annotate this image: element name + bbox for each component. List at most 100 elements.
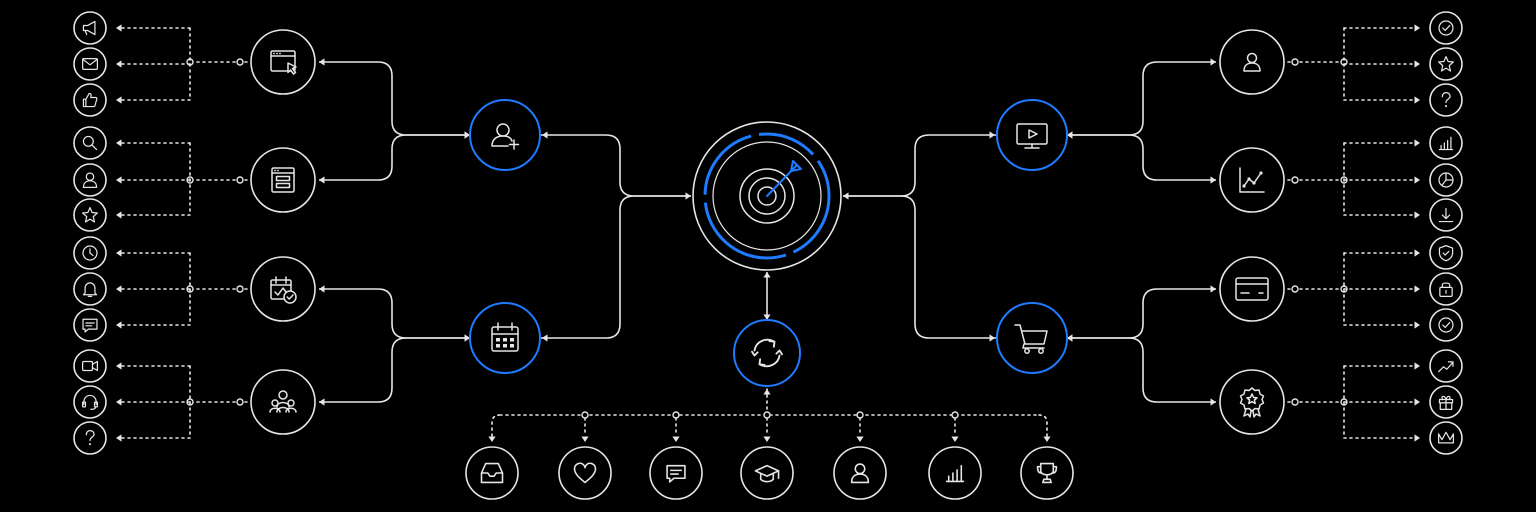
lock-icon bbox=[1439, 282, 1453, 297]
chat-icon bbox=[82, 318, 98, 333]
right-leaf-node bbox=[1429, 349, 1463, 383]
arrow-head bbox=[1067, 334, 1073, 342]
line-hub-to-calendar bbox=[541, 195, 691, 339]
bottom-leaf-node-ring bbox=[465, 446, 519, 500]
right-leaf-node bbox=[1429, 198, 1463, 232]
right-leaf-node-ring bbox=[1429, 236, 1463, 270]
junction-dot bbox=[236, 176, 244, 184]
left-leaf-node-ring bbox=[73, 47, 107, 81]
left-leaf-node bbox=[73, 349, 107, 383]
connector-lines bbox=[116, 24, 1420, 442]
bottom-leaf-node bbox=[833, 446, 887, 500]
bottom-leaf-node-ring bbox=[740, 446, 794, 500]
right-leaf-node-ring bbox=[1429, 47, 1463, 81]
arrow-head bbox=[1414, 211, 1420, 219]
star-icon bbox=[82, 207, 98, 223]
hub-inner-ring bbox=[712, 141, 822, 251]
arrow-head bbox=[116, 249, 122, 257]
right-leaf-node bbox=[1429, 236, 1463, 270]
bottom-leaf-node bbox=[740, 446, 794, 500]
left-leaf-node bbox=[73, 163, 107, 197]
line-left-branch bbox=[319, 61, 470, 136]
left-leaf-node bbox=[73, 272, 107, 306]
right-leaf-node-ring bbox=[1429, 126, 1463, 160]
right-secondary-node bbox=[1219, 147, 1285, 213]
arrow-head bbox=[1210, 58, 1216, 66]
arrow-head bbox=[1414, 96, 1420, 104]
arrow-head bbox=[1043, 436, 1051, 442]
left-leaf-node bbox=[73, 421, 107, 455]
arrow-head bbox=[319, 398, 325, 406]
arrow-head bbox=[763, 389, 771, 395]
arrow-head bbox=[672, 436, 680, 442]
arrow-head bbox=[763, 436, 771, 442]
bottom-leaf-node-ring bbox=[649, 446, 703, 500]
right-leaf-node bbox=[1429, 163, 1463, 197]
arrow-head bbox=[116, 60, 122, 68]
question-icon bbox=[85, 430, 95, 446]
arrow-head bbox=[989, 334, 995, 342]
right-secondary-node-ring bbox=[1219, 256, 1285, 322]
clock-icon bbox=[82, 245, 98, 261]
line-hub-to-cart bbox=[843, 195, 996, 339]
arrow-head bbox=[116, 285, 122, 293]
left-leaf-node-ring bbox=[73, 11, 107, 45]
left-leaf-node bbox=[73, 198, 107, 232]
right-primary-node bbox=[996, 99, 1068, 171]
bottom-leaf-node bbox=[1020, 446, 1074, 500]
left-secondary-node bbox=[250, 256, 316, 322]
arrow-head bbox=[488, 436, 496, 442]
shield-check-icon bbox=[1438, 245, 1454, 262]
arrow-head bbox=[1414, 321, 1420, 329]
right-primary-node bbox=[996, 302, 1068, 374]
arrow-head bbox=[951, 436, 959, 442]
left-leaf-node-ring bbox=[73, 272, 107, 306]
junction-dot bbox=[856, 411, 864, 419]
right-leaf-node bbox=[1429, 11, 1463, 45]
left-leaf-node-ring bbox=[73, 349, 107, 383]
arrow-head bbox=[989, 131, 995, 139]
junction-dot bbox=[672, 411, 680, 419]
arrow-head bbox=[116, 434, 122, 442]
chat-icon bbox=[666, 464, 686, 483]
video-monitor-icon bbox=[1016, 123, 1048, 149]
arrow-head bbox=[319, 58, 325, 66]
add-user-icon bbox=[491, 123, 520, 150]
right-secondary-node bbox=[1219, 256, 1285, 322]
junction-dot bbox=[1291, 176, 1299, 184]
junction-dot bbox=[1291, 285, 1299, 293]
line-right-branch bbox=[1067, 337, 1216, 403]
arrow-head bbox=[116, 139, 122, 147]
right-secondary-node bbox=[1219, 29, 1285, 95]
left-secondary-node bbox=[250, 147, 316, 213]
left-leaf-node bbox=[73, 308, 107, 342]
arrow-head bbox=[1414, 285, 1420, 293]
arrow-head bbox=[1210, 176, 1216, 184]
web-form-icon bbox=[271, 167, 295, 193]
dotted-bottom-rail bbox=[491, 414, 1048, 437]
video-icon bbox=[82, 360, 98, 372]
user-icon bbox=[82, 172, 98, 188]
junction-dot bbox=[236, 58, 244, 66]
user-icon bbox=[850, 463, 870, 484]
heart-icon bbox=[573, 462, 597, 484]
right-primary-node-ring bbox=[996, 302, 1068, 374]
right-leaf-node-ring bbox=[1429, 421, 1463, 455]
inbox-icon bbox=[480, 462, 504, 484]
line-right-branch bbox=[1067, 61, 1216, 136]
junction-dot bbox=[236, 398, 244, 406]
right-leaf-node-ring bbox=[1429, 272, 1463, 306]
line-left-branch bbox=[319, 337, 470, 403]
calendar-check-icon bbox=[270, 276, 297, 304]
right-leaf-node bbox=[1429, 385, 1463, 419]
arrow-head bbox=[581, 436, 589, 442]
bottom-leaf-node-ring bbox=[558, 446, 612, 500]
browser-cursor-icon bbox=[270, 50, 297, 75]
line-left-branch bbox=[319, 288, 470, 339]
right-leaf-node bbox=[1429, 421, 1463, 455]
check-icon bbox=[1438, 317, 1454, 333]
bottom-leaf-node-ring bbox=[1020, 446, 1074, 500]
headset-icon bbox=[82, 394, 98, 410]
arrow-head bbox=[116, 321, 122, 329]
